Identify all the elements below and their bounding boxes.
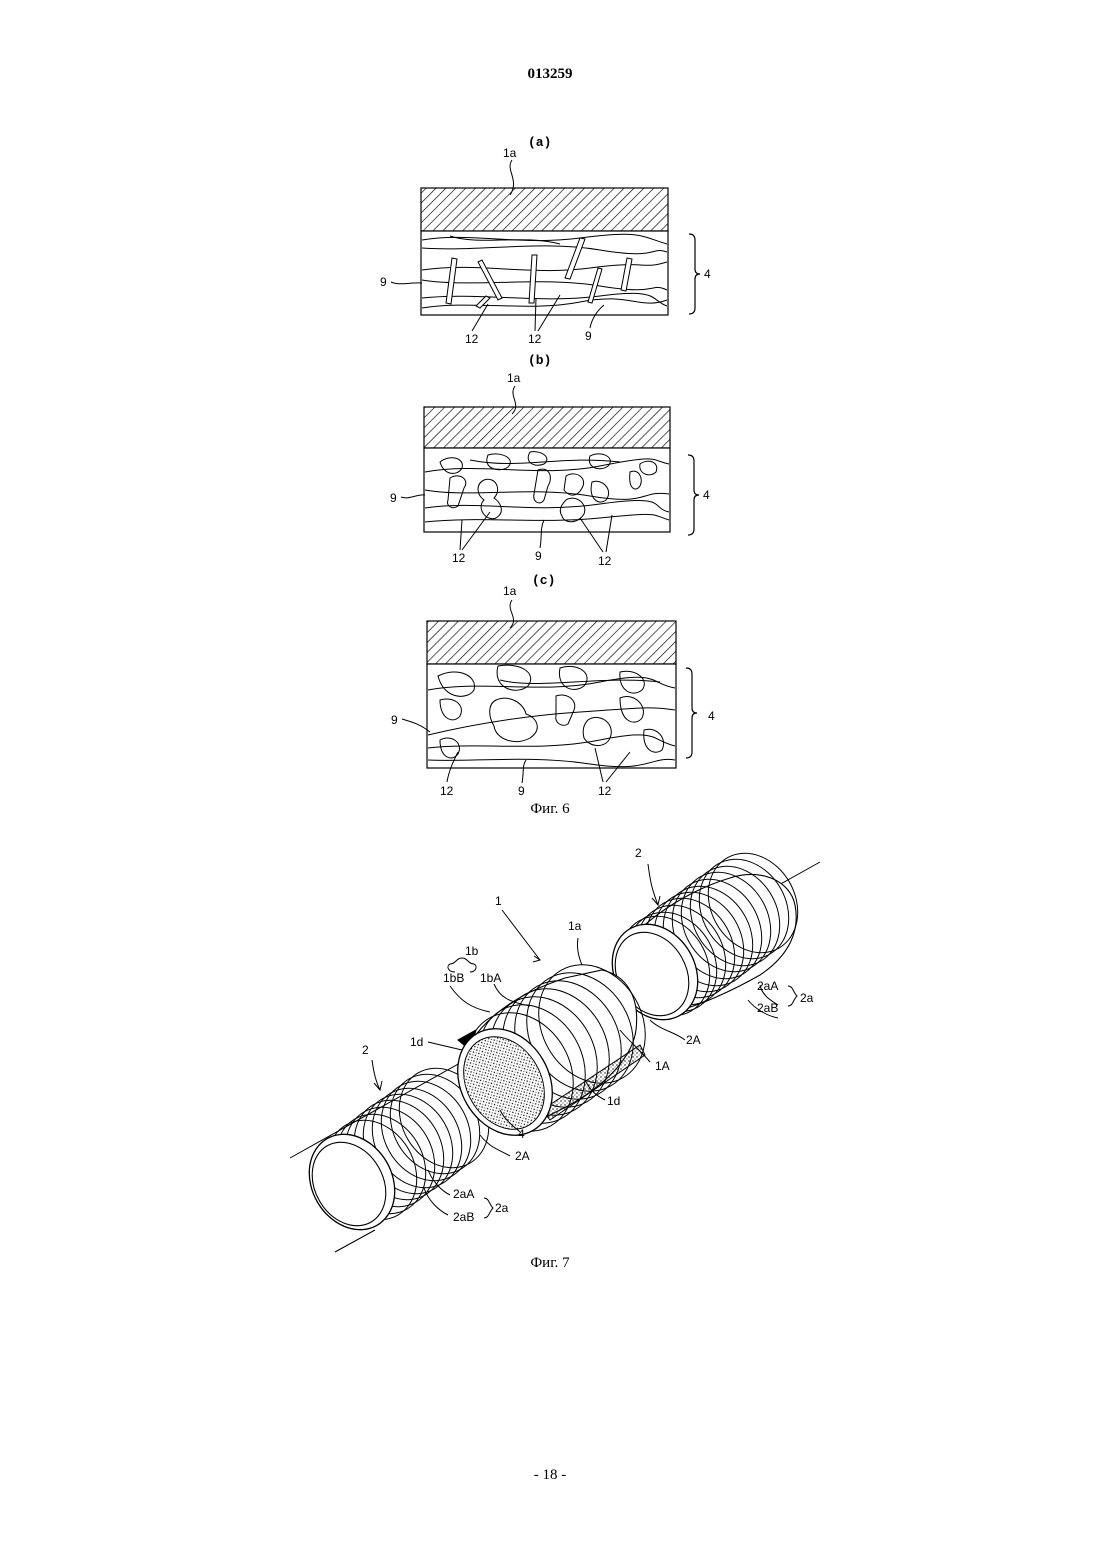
label-end-face: 1A	[655, 1059, 670, 1073]
figure-7: 1 1a 1b 1bB 1bA 1d 1d 4 1A 2 2A 2aA 2aB …	[0, 830, 1100, 1260]
panel-c-fiber-label-left: 9	[391, 713, 398, 727]
label-cover: 1a	[568, 919, 582, 933]
panel-a-label: (a)	[528, 135, 551, 150]
label-pipe-left: 2	[362, 1043, 369, 1057]
figure-7-caption: Фиг. 7	[0, 1255, 1100, 1272]
panel-b-bracket-label: 4	[703, 488, 710, 502]
label-rib-b-left: 2aB	[453, 1210, 474, 1224]
label-pipe-end-left: 2A	[515, 1149, 530, 1163]
panel-c-cover-label: 1a	[503, 584, 517, 598]
label-rib-a-right: 2aA	[757, 979, 778, 993]
label-pipe-right: 2	[635, 846, 642, 860]
cover-layer-hatched	[421, 188, 668, 231]
panel-a: (a) 1a 4 9 12 12 9	[380, 135, 711, 346]
panel-a-particle-label-right: 12	[528, 332, 542, 346]
panel-b-fiber-label-left: 9	[390, 491, 397, 505]
fiber-layer	[421, 231, 668, 315]
label-flange-bottom: 1d	[607, 1094, 620, 1108]
panel-b-particle-label-right: 12	[598, 554, 612, 568]
label-pipe-end-right: 2A	[686, 1033, 701, 1047]
label-rib-group-left: 2a	[495, 1201, 509, 1215]
figure-6-caption: Фиг. 6	[0, 801, 1100, 818]
figure-6: (a) 1a 4 9 12 12 9	[0, 0, 1100, 800]
label-rib-group-right: 2a	[800, 991, 814, 1005]
panel-a-bracket-label: 4	[704, 267, 711, 281]
label-rib-b-right: 2aB	[757, 1001, 778, 1015]
panel-c: (c) 1a 4 9 12 9	[391, 573, 715, 798]
label-joint: 1	[495, 894, 502, 908]
label-filler: 4	[518, 1127, 525, 1141]
panel-c-particle-label-right: 12	[598, 784, 612, 798]
label-body-b: 1bB	[443, 971, 464, 985]
label-body: 1b	[465, 944, 479, 958]
layer-bracket	[689, 234, 700, 314]
panel-a-particle-label-left: 12	[465, 332, 479, 346]
panel-b-fiber-label-bottom: 9	[535, 549, 542, 563]
panel-a-fiber-label-bottom: 9	[585, 329, 592, 343]
label-flange-top: 1d	[410, 1035, 423, 1049]
panel-c-fiber-label-bottom: 9	[518, 784, 525, 798]
panel-b-cover-label: 1a	[507, 371, 521, 385]
panel-b: (b) 1a 4 9 12	[390, 353, 710, 568]
panel-a-fiber-label-left: 9	[380, 275, 387, 289]
label-rib-a-left: 2aA	[453, 1187, 474, 1201]
panel-c-bracket-label: 4	[708, 709, 715, 723]
panel-c-particle-label-left: 12	[440, 784, 454, 798]
panel-a-cover-label: 1a	[503, 146, 517, 160]
panel-b-particle-label-left: 12	[452, 551, 466, 565]
page-number: - 18 -	[0, 1467, 1100, 1484]
label-body-a: 1bA	[480, 971, 501, 985]
panel-b-label: (b)	[528, 353, 551, 368]
panel-c-label: (c)	[532, 573, 555, 588]
